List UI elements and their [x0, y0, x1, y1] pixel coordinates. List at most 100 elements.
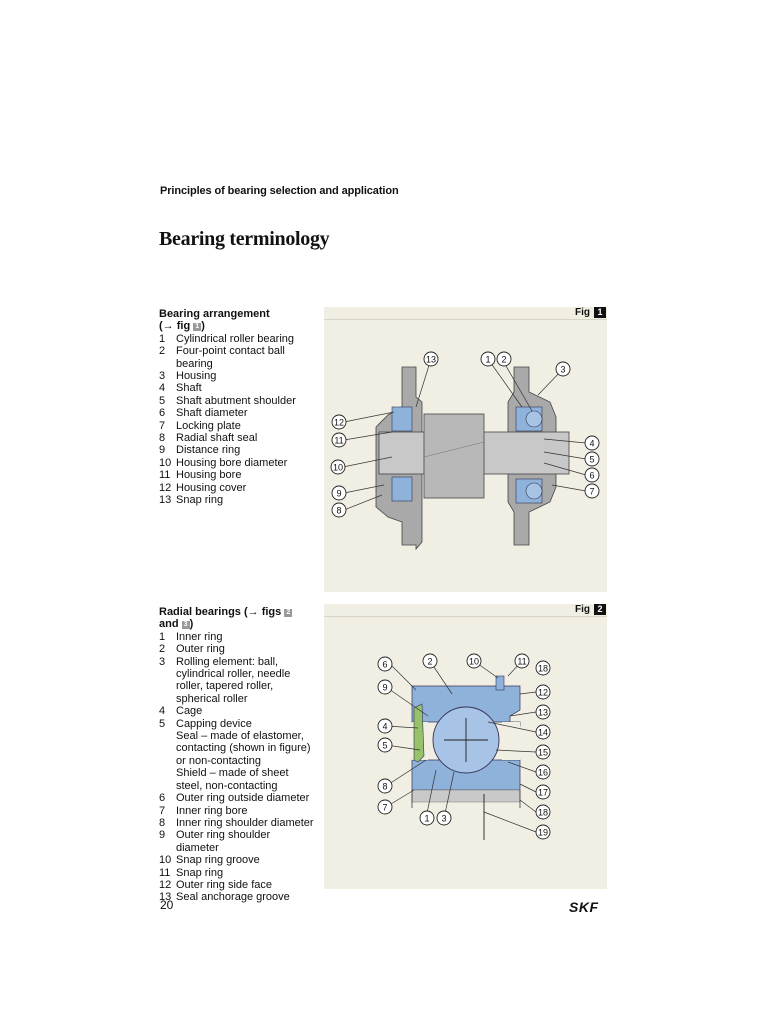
callout-circle: [377, 799, 393, 815]
callout-circle: [514, 653, 530, 669]
shaft-section: [411, 789, 521, 803]
callout-number: 11: [334, 436, 343, 446]
callout-number: 2: [501, 355, 506, 365]
list-item: 8 Inner ring shoulder diameter: [159, 817, 315, 829]
item-label: Housing bore diameter: [176, 456, 288, 469]
callout-circle: [535, 784, 551, 800]
item-label: Shaft diameter: [176, 407, 248, 420]
list-item: 1 Cylindrical roller bearing: [159, 333, 309, 345]
ball-bottom: [525, 482, 543, 500]
item-label: Snap ring: [176, 866, 224, 879]
callout-number: 12: [538, 688, 548, 698]
callout-number: 16: [538, 768, 548, 778]
callout-circle: [535, 660, 551, 676]
callout-number: 9: [336, 489, 341, 499]
callout-number: 13: [538, 708, 548, 718]
snap-ring: [495, 675, 505, 691]
callout-circle: [419, 810, 435, 826]
callout-circle: [377, 778, 393, 794]
callout-number: 1: [424, 814, 429, 824]
item-number: 13: [159, 494, 172, 507]
callout-number: 10: [333, 463, 343, 473]
roller-bearing-top: [391, 406, 413, 432]
item-label: Seal – made of elastomer, contacting (sh…: [176, 730, 311, 767]
item-label: Inner ring shoulder diameter: [176, 816, 314, 829]
figure-divider: [324, 319, 607, 320]
callout-circle: [584, 483, 600, 499]
callout-circle: [584, 451, 600, 467]
item-number: 12: [159, 878, 172, 891]
item-label: Housing: [176, 370, 217, 383]
callout-circle: [331, 502, 347, 518]
item-number: 12: [159, 481, 172, 494]
callout-number: 7: [382, 803, 387, 813]
item-number: 5: [159, 717, 166, 730]
callout-number: 3: [441, 814, 446, 824]
callout-number: 2: [427, 657, 432, 667]
callout-number: 14: [538, 728, 548, 738]
callout-circle: [535, 804, 551, 820]
item-number: 8: [159, 816, 166, 829]
list-item: Shield – made of sheet steel, non-contac…: [159, 767, 315, 792]
item-label: Housing bore: [176, 469, 242, 482]
callout-number: 10: [469, 657, 479, 667]
running-header: Principles of bearing selection and appl…: [160, 185, 399, 197]
item-number: [159, 767, 176, 792]
item-number: 13: [159, 891, 172, 904]
callout-number: 7: [589, 487, 594, 497]
callout-circle: [377, 679, 393, 695]
item-label: Distance ring: [176, 444, 241, 457]
callout-number: 13: [426, 355, 436, 365]
callout-circle: [535, 704, 551, 720]
item-label: Cylindrical roller bearing: [176, 332, 294, 345]
item-number: 2: [159, 643, 166, 656]
item-number: 1: [159, 332, 166, 345]
item-number: 10: [159, 854, 172, 867]
skf-logo: SKF: [569, 899, 599, 915]
callout-number: 8: [382, 782, 387, 792]
item-number: [159, 730, 176, 767]
leader-lines: [342, 358, 587, 511]
item-label: Four-point contact ball bearing: [176, 345, 285, 370]
callout-circle: [535, 724, 551, 740]
callout-circle: [535, 684, 551, 700]
item-label: Shaft abutment shoulder: [176, 394, 296, 407]
callout-circle: [466, 653, 482, 669]
item-number: 10: [159, 456, 172, 469]
page-number: 20: [160, 898, 174, 912]
item-label: Shield – made of sheet steel, non-contac…: [176, 767, 289, 792]
callout-number: 18: [538, 808, 548, 818]
fig-ref-badge: 2: [284, 609, 293, 617]
page-title: Bearing terminology: [159, 228, 330, 250]
callout-number: 11: [517, 657, 526, 667]
roller-bearing-bottom: [391, 476, 413, 502]
section-heading: Bearing arrangement (→ fig 1): [159, 308, 270, 333]
callout-circle: [436, 810, 452, 826]
callout-circle: [331, 485, 347, 501]
item-number: 8: [159, 432, 166, 445]
item-number: 7: [159, 419, 166, 432]
callout-circle: [496, 351, 512, 367]
list-item: 10 Housing bore diameter: [159, 457, 309, 469]
fig-ref-badge: 1: [193, 323, 202, 332]
callout-number: 18: [538, 664, 548, 674]
callout-number: 9: [382, 683, 387, 693]
